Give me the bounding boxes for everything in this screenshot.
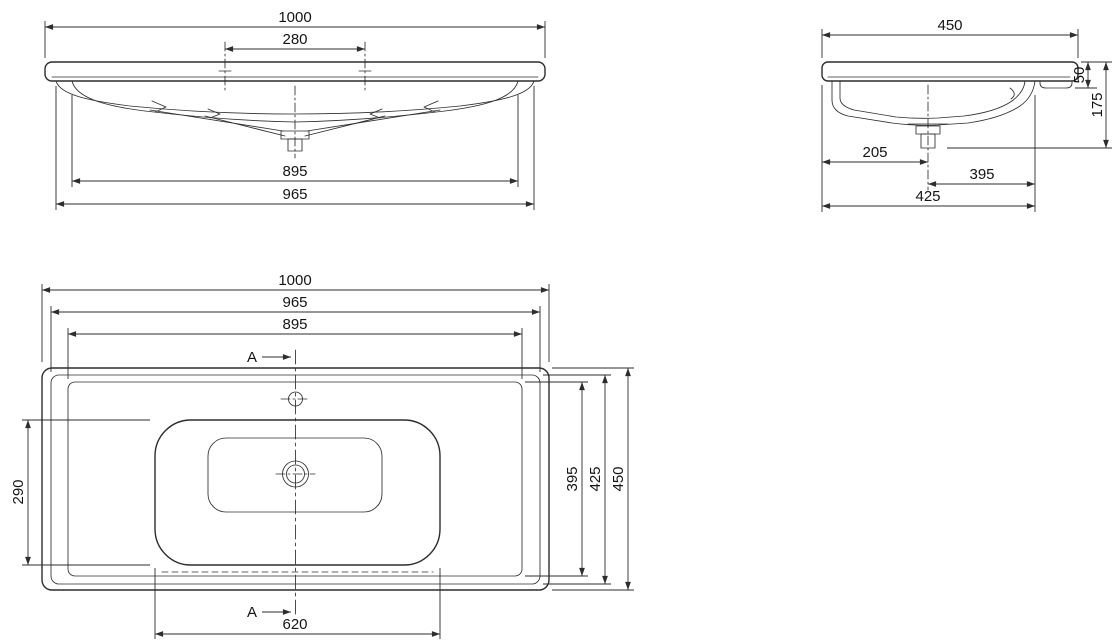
- plan-view: [41, 349, 550, 615]
- dim-side-body-depth: 425: [915, 188, 940, 205]
- dim-plan-inner-width: 895: [282, 316, 307, 333]
- dim-side-overall-depth: 450: [937, 17, 962, 34]
- side-slab-outline: [821, 61, 1079, 82]
- side-body-profile: [831, 80, 1036, 126]
- dim-side-overall-height: 175: [1089, 92, 1106, 117]
- front-slope-line: [304, 115, 386, 137]
- side-basin-profile: [839, 80, 1026, 119]
- slope-arrow-glyph: [423, 100, 439, 113]
- front-body-profile: [55, 80, 535, 115]
- front-slope-line: [306, 109, 441, 132]
- dim-front-tap-spacing: 280: [282, 31, 307, 48]
- section-label-bottom: A: [247, 604, 257, 621]
- side-overflow-detail: [1009, 87, 1015, 100]
- side-front-lip: [1039, 80, 1073, 89]
- front-slope-line: [204, 115, 286, 137]
- plan-basin-floor: [207, 437, 383, 513]
- front-view-dimensions: 1000 280 895 965: [44, 9, 546, 210]
- plan-basin-outline: [154, 419, 441, 566]
- dim-side-drain-offset-front: 395: [969, 166, 994, 183]
- side-view-dimensions: 450 50 175 205 395 425: [821, 17, 1112, 212]
- front-slope-line: [149, 109, 284, 132]
- slope-arrow-glyph: [369, 108, 383, 119]
- front-view: [44, 41, 546, 159]
- dim-plan-body-depth: 425: [587, 466, 604, 491]
- dim-side-drain-offset-back: 205: [862, 144, 887, 161]
- front-slab-outline: [44, 61, 546, 82]
- plan-view-dimensions: 1000 965 895 A 290 395 425 450 A 620: [10, 272, 634, 639]
- dim-front-body-width: 965: [282, 186, 307, 203]
- dim-plan-overall-width: 1000: [278, 272, 311, 289]
- dim-plan-body-width: 965: [282, 294, 307, 311]
- slope-arrow-glyph: [151, 100, 167, 113]
- plan-rim-outline: [67, 381, 523, 577]
- dim-plan-basin-depth: 290: [10, 479, 27, 504]
- dim-front-inner-basin-width: 895: [282, 163, 307, 180]
- side-view: [821, 61, 1079, 191]
- dim-plan-inner-depth: 395: [564, 466, 581, 491]
- dim-plan-overall-depth: 450: [610, 466, 627, 491]
- slope-arrow-glyph: [207, 108, 221, 119]
- dim-side-front-edge-height: 50: [1071, 67, 1088, 84]
- dim-plan-basin-width: 620: [282, 616, 307, 633]
- section-label-top: A: [247, 349, 257, 366]
- dim-front-overall-width: 1000: [278, 9, 311, 26]
